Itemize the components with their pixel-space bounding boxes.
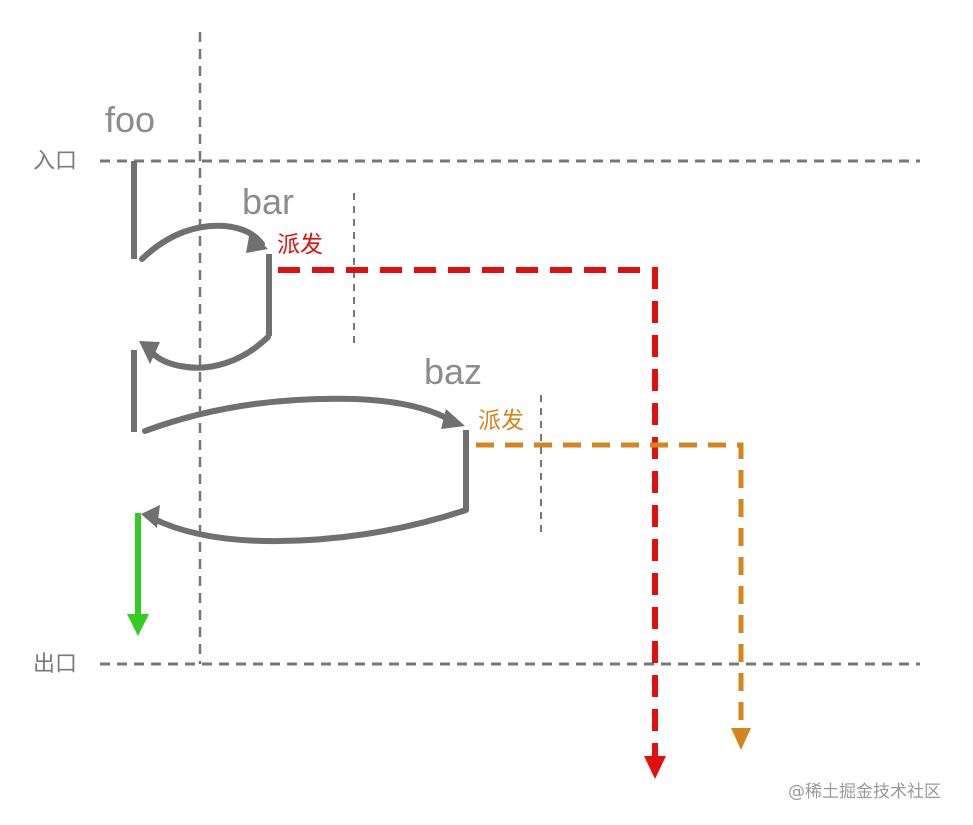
return-from-baz-arrow: [149, 507, 469, 545]
bar-label: bar: [242, 181, 295, 222]
watermark: @稀土掘金技术社区: [788, 782, 941, 802]
call-baz-arrow: [142, 395, 455, 434]
call-bar-arrowhead: [246, 231, 268, 253]
call-baz-arrowhead: [441, 409, 465, 429]
dispatch-baz-path: [476, 442, 744, 730]
foo-label: foo: [105, 99, 156, 140]
dispatch-baz-arrowhead: [731, 728, 751, 750]
dispatch-baz-label: 派发: [478, 408, 524, 434]
return-arrowhead: [127, 614, 149, 636]
baz-label: baz: [424, 351, 483, 392]
call-bar-arrow: [139, 222, 265, 262]
return-from-bar-arrow: [147, 334, 271, 371]
dispatch-bar-arrowhead: [644, 756, 666, 779]
return-from-baz-arrowhead: [141, 505, 160, 528]
entry-label: 入口: [33, 149, 78, 174]
return-from-bar-arrowhead: [139, 341, 160, 364]
dispatch-bar-label: 派发: [277, 232, 323, 258]
dispatch-bar-path: [278, 267, 658, 760]
exit-label: 出口: [33, 652, 78, 677]
